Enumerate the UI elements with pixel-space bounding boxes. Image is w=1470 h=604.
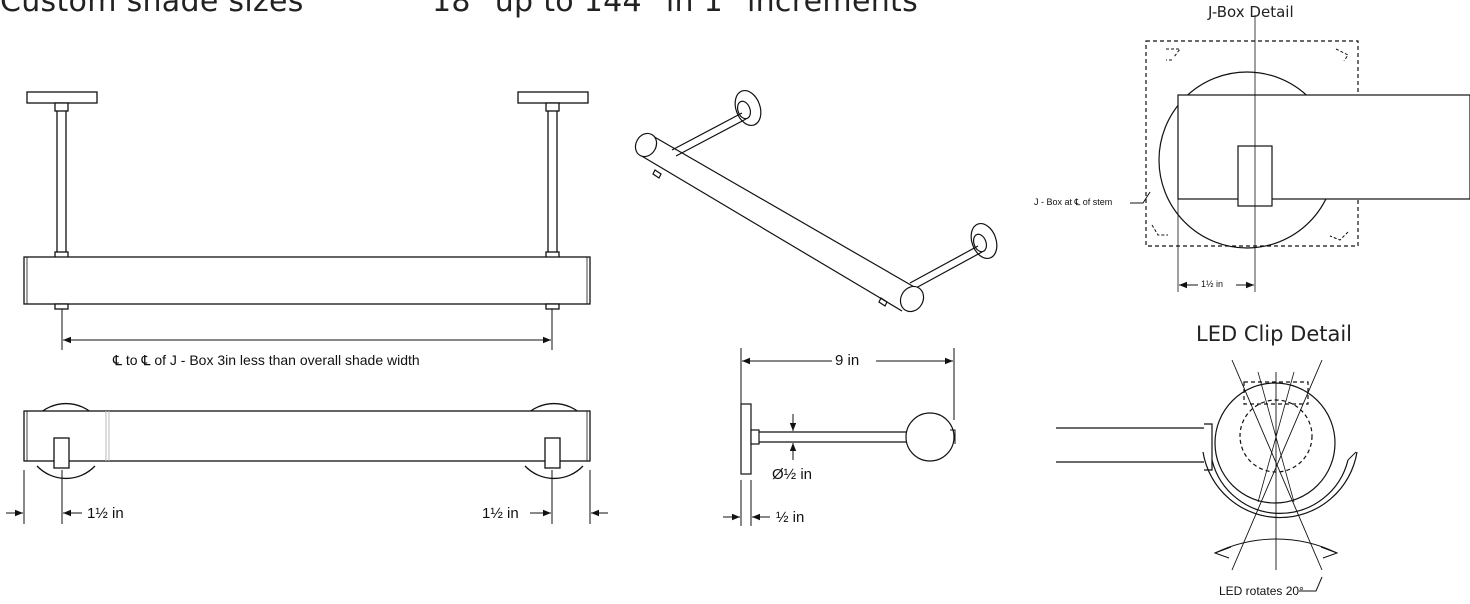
- jbox-detail: [1130, 15, 1470, 292]
- jbox-callout: J - Box at ℄ of stem: [1034, 197, 1113, 207]
- front-view: [23, 91, 591, 350]
- front-right-offset-label: 1½ in: [482, 505, 519, 522]
- isometric-view: [634, 89, 998, 313]
- led-detail-title: LED Clip Detail: [1196, 322, 1353, 346]
- led-clip-detail: [1056, 359, 1358, 592]
- led-callout: LED rotates 20°: [1219, 584, 1304, 598]
- shade-body-front: [23, 256, 591, 305]
- header-right-text: 18" up to 144" in 1" increments: [432, 0, 919, 19]
- shade-body-top: [23, 410, 591, 462]
- side-stem-label: Ø½ in: [772, 466, 813, 483]
- front-left-offset-label: 1½ in: [87, 505, 124, 522]
- top-view: [6, 402, 608, 524]
- side-length-label: 9 in: [835, 352, 860, 369]
- right-canopy: [517, 91, 589, 104]
- jbox-offset-label: 1½ in: [1201, 279, 1224, 289]
- header-left-text: Custom shade sizes: [0, 0, 304, 19]
- front-span-label: ℄ to ℄ of J - Box 3in less than overall …: [113, 352, 420, 368]
- side-canopy-label: ½ in: [776, 509, 805, 526]
- left-canopy: [26, 91, 98, 104]
- jbox-detail-title: J-Box Detail: [1208, 3, 1294, 21]
- side-view: [723, 348, 956, 526]
